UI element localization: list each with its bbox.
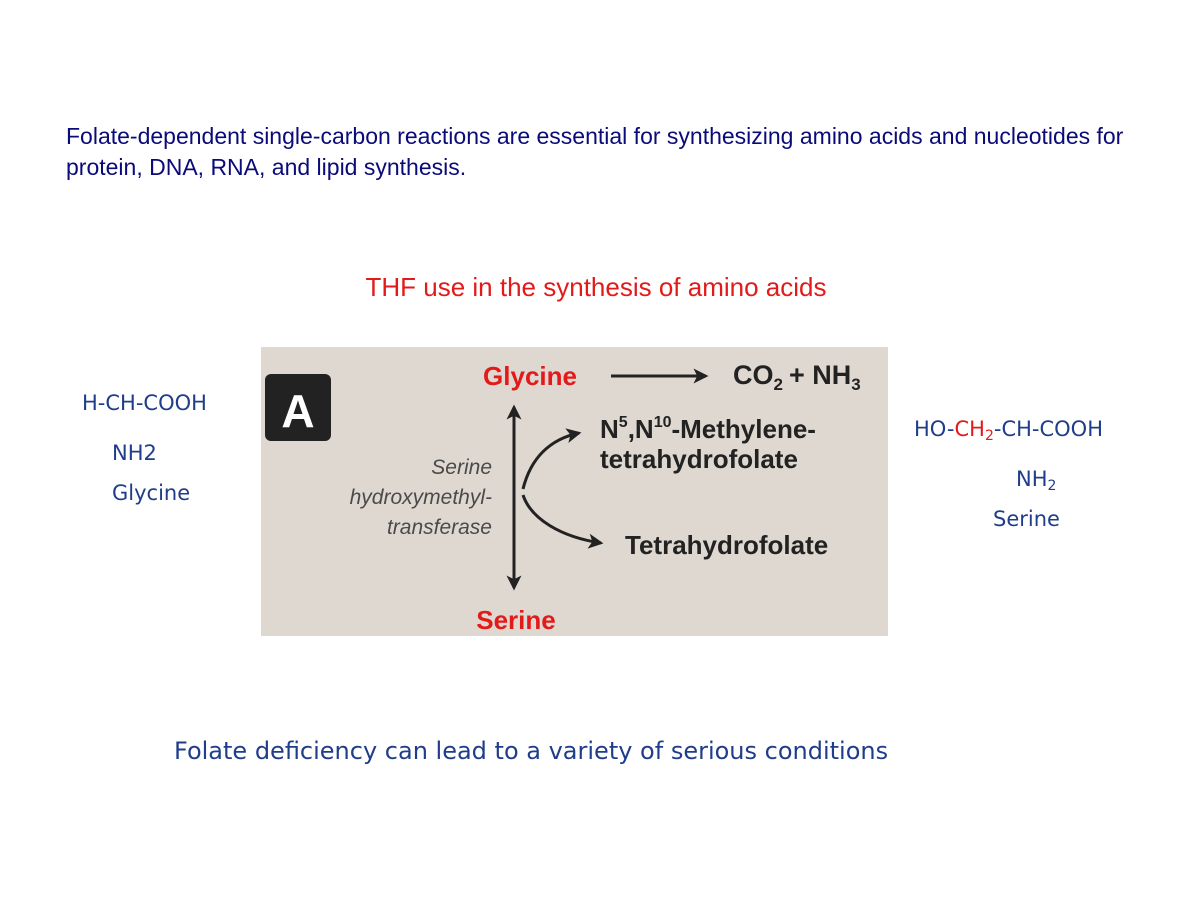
products-label: CO2 + NH3 bbox=[733, 360, 861, 394]
serine-formula-highlight: CH2 bbox=[954, 417, 994, 444]
serine-amine-sub: 2 bbox=[1047, 478, 1057, 494]
methylene-rest: -Methylene- bbox=[671, 414, 815, 444]
methylene-sup10: 10 bbox=[654, 414, 672, 431]
serine-formula-ch: CH bbox=[954, 417, 985, 441]
glycine-amine: NH2 bbox=[112, 441, 157, 465]
thf-label: Tetrahydrofolate bbox=[625, 530, 828, 560]
methylene-thf-label-line2: tetrahydrofolate bbox=[600, 444, 798, 474]
glycine-formula: H-CH-COOH bbox=[82, 391, 207, 415]
diagram-serine-label: Serine bbox=[476, 605, 556, 635]
glycine-name: Glycine bbox=[112, 481, 191, 505]
serine-amine-nh: NH bbox=[1016, 467, 1048, 491]
enzyme-line-3: transferase bbox=[387, 516, 492, 539]
panel-letter-badge bbox=[265, 374, 331, 441]
serine-formula: HO-CH2-CH-COOH bbox=[914, 417, 1103, 444]
footer-text: Folate deficiency can lead to a variety … bbox=[174, 737, 889, 765]
serine-formula-suffix: -CH-COOH bbox=[993, 417, 1103, 441]
co2-text: CO bbox=[733, 360, 774, 390]
section-title: THF use in the synthesis of amino acids bbox=[365, 272, 827, 302]
nh3-subscript: 3 bbox=[851, 375, 860, 394]
methylene-sup5: 5 bbox=[619, 414, 628, 431]
co2-subscript: 2 bbox=[774, 375, 783, 394]
methylene-n: N bbox=[600, 414, 619, 444]
enzyme-line-2: hydroxymethyl- bbox=[350, 486, 492, 509]
nh3-text: + NH bbox=[789, 360, 851, 390]
serine-formula-prefix: HO- bbox=[914, 417, 955, 441]
panel-letter: A bbox=[281, 385, 314, 437]
serine-amine: NH2 bbox=[1016, 467, 1057, 494]
intro-text: Folate-dependent single-carbon reactions… bbox=[66, 123, 1124, 180]
serine-formula-sub: 2 bbox=[984, 428, 994, 444]
enzyme-line-1: Serine bbox=[431, 456, 492, 479]
reaction-diagram-svg: A Glycine Serine CO2 + NH3 N5,N10-Methyle… bbox=[265, 360, 861, 635]
diagram-glycine-label: Glycine bbox=[483, 361, 577, 391]
thf-arrow bbox=[521, 494, 604, 549]
serine-name: Serine bbox=[993, 507, 1060, 531]
methylene-thf-arrow bbox=[521, 428, 582, 490]
methylene-thf-label-line1: N5,N10-Methylene- bbox=[600, 414, 816, 444]
methylene-mid: ,N bbox=[628, 414, 654, 444]
reaction-diagram: A Glycine Serine CO2 + NH3 N5,N10-Methyle… bbox=[261, 347, 888, 636]
